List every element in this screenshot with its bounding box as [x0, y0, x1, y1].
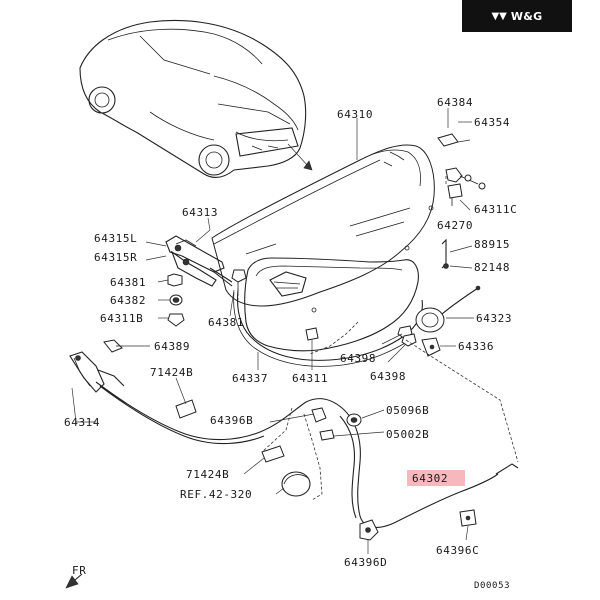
- screw-64311c: [445, 167, 486, 190]
- bumper-64382: [169, 294, 183, 306]
- bolt-64381-right: [231, 269, 247, 290]
- weatherstrip-64337: [236, 289, 423, 361]
- label-88915: 88915: [474, 238, 510, 251]
- label-05002b: 05002B: [386, 428, 429, 441]
- clip-88915: [441, 238, 449, 269]
- label-64336: 64336: [458, 340, 494, 353]
- part-highlight-64302: [407, 470, 465, 486]
- label-64396b: 64396B: [210, 414, 253, 427]
- car-silhouette-icon: [79, 19, 307, 179]
- hinge-assembly: [165, 235, 233, 287]
- label-64310: 64310: [337, 108, 373, 121]
- clamp-64396d: [359, 519, 379, 541]
- label-ref-42-320: REF.42-320: [180, 488, 252, 501]
- clamp-64396c: [459, 509, 477, 527]
- label-64396d: 64396D: [344, 556, 387, 569]
- label-64384: 64384: [437, 96, 473, 109]
- label-64315r: 64315R: [94, 251, 137, 264]
- label-05096b: 05096B: [386, 404, 429, 417]
- label-64323: 64323: [476, 312, 512, 325]
- label-64311b: 64311B: [100, 312, 143, 325]
- brand-mark-icon: ▼▼: [491, 10, 507, 22]
- label-82148: 82148: [474, 261, 510, 274]
- cable-end: [495, 463, 519, 475]
- label-64313: 64313: [182, 206, 218, 219]
- leader-lines: [71, 108, 474, 554]
- label-64381-right: 64381: [208, 316, 244, 329]
- label-64337: 64337: [232, 372, 268, 385]
- bumper-64311b: [167, 313, 185, 327]
- label-64270: 64270: [437, 219, 473, 232]
- trunk-lid: [211, 144, 435, 352]
- label-64302: 64302: [412, 472, 448, 485]
- brand-name: W&G: [510, 9, 543, 23]
- brand-logo: ▼▼ W&G: [462, 0, 572, 32]
- lock-64323: [415, 285, 481, 333]
- label-64354: 64354: [474, 116, 510, 129]
- label-64382: 64382: [110, 294, 146, 307]
- arrow-head-icon: [303, 160, 313, 171]
- front-direction-icon: [65, 573, 83, 589]
- bumper-64354: [437, 133, 471, 147]
- clamp-64396b: [311, 407, 327, 423]
- label-64311: 64311: [292, 372, 328, 385]
- label-fr: FR: [72, 564, 86, 577]
- clip-64311: [305, 327, 319, 341]
- part-64270: [447, 183, 463, 206]
- screw-64398-b: [401, 333, 417, 347]
- label-64389: 64389: [154, 340, 190, 353]
- label-64314: 64314: [64, 416, 100, 429]
- label-64315l: 64315L: [94, 232, 137, 245]
- clip-71424b-top: [175, 399, 197, 419]
- drawing-number: D00053: [474, 581, 510, 591]
- opener-lever-64314: [69, 351, 125, 393]
- label-64311c: 64311C: [474, 203, 517, 216]
- bolt-64381-left: [167, 273, 183, 287]
- label-64398-b: 64398: [370, 370, 406, 383]
- clip-71424b-bottom: [261, 445, 285, 463]
- body-ref-42-320: [281, 471, 311, 497]
- label-64381-left: 64381: [110, 276, 146, 289]
- dashed-guide-lines: [237, 176, 519, 501]
- direction-arrow: [287, 143, 309, 167]
- grommet-05096b: [346, 413, 362, 427]
- label-64396c: 64396C: [436, 544, 479, 557]
- clip-05002b: [319, 429, 335, 441]
- label-71424b-bottom: 71424B: [186, 468, 229, 481]
- label-64398-a: 64398: [340, 352, 376, 365]
- bolt-64389: [103, 339, 124, 353]
- label-71424b-top: 71424B: [150, 366, 193, 379]
- latch-64336: [421, 337, 441, 357]
- opener-cable-64302: [95, 381, 499, 528]
